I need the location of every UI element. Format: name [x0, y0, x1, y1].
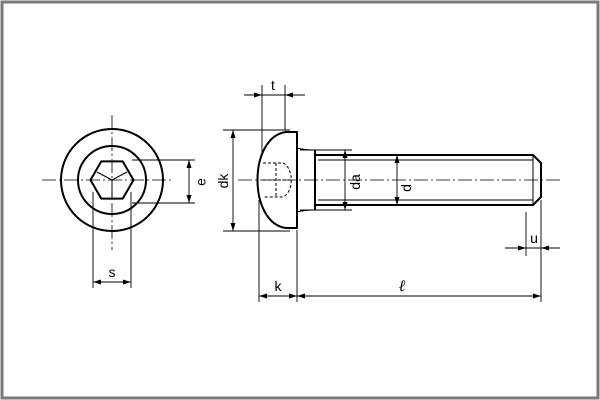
arrowhead — [259, 293, 267, 299]
side-view: t dk da d u k — [215, 77, 560, 302]
arrowhead — [518, 245, 526, 251]
dimension-label-l: ℓ — [399, 278, 406, 295]
arrowhead — [230, 130, 236, 138]
arrowhead — [230, 223, 236, 231]
arrowhead — [394, 155, 400, 163]
hex-socket — [89, 160, 135, 200]
arrowhead — [285, 92, 293, 98]
arrowhead — [342, 150, 348, 158]
arrowhead — [533, 293, 541, 299]
hex-edge-line — [111, 171, 128, 181]
arrowhead — [93, 279, 101, 285]
dimension-label-e: e — [193, 178, 209, 186]
socket-hidden-line — [263, 162, 292, 198]
shank — [296, 148, 542, 212]
head-outer-circle — [60, 128, 164, 232]
button-head — [256, 131, 298, 229]
dimension-label-u: u — [530, 230, 538, 246]
arrowhead — [541, 245, 549, 251]
arrowhead — [186, 160, 192, 168]
arrowhead — [297, 293, 305, 299]
arrowhead — [186, 195, 192, 203]
dimension-label-dk: dk — [215, 173, 231, 189]
arrowhead — [394, 197, 400, 205]
dimension-label-d: d — [398, 184, 414, 192]
arrowhead — [342, 202, 348, 210]
dimension-label-k: k — [275, 278, 283, 294]
arrowhead — [289, 293, 297, 299]
arrowhead — [123, 279, 131, 285]
hex-edge-line — [96, 171, 113, 181]
end-view: e s — [42, 115, 209, 288]
head-inner-circle — [77, 145, 147, 215]
dimension-label-da: da — [347, 174, 363, 190]
arrowhead — [254, 92, 262, 98]
dimension-label-t: t — [271, 77, 275, 93]
dimension-label-s: s — [109, 264, 116, 280]
